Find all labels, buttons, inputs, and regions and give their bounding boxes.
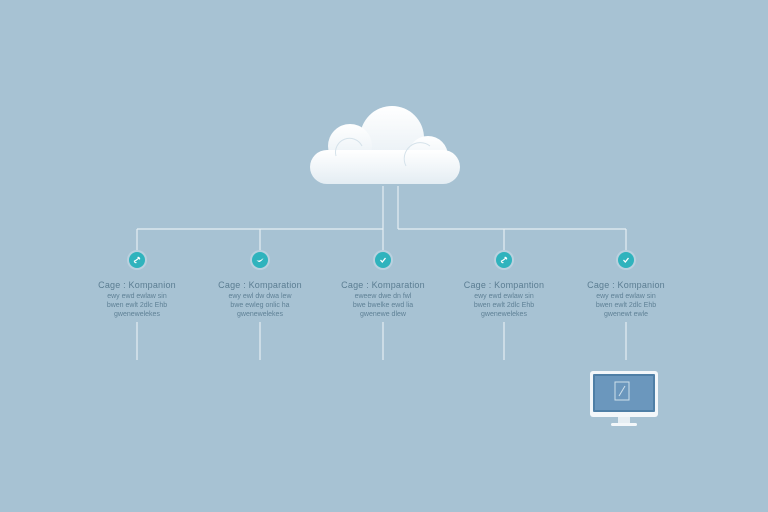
node-description: ewy ewd ewlaw sin bwen ewlt 2dlc Ehb gwe… [454,292,554,319]
node-description: ewy ewd ewlaw sin bwen ewlt 2dlc Ehb gwe… [576,292,676,319]
node-desc-line: gwenewelekes [114,311,160,318]
node-desc-line: gwenewt ewle [604,311,648,318]
node-4: Cage : Kompantion ewy ewd ewlaw sin bwen… [454,252,554,319]
check-icon [618,252,634,268]
node-desc-line: gwenewelekes [237,311,283,318]
node-desc-line: ewy ewd ewlaw sin [596,293,656,300]
node-title: Cage : Komparation [341,280,425,290]
cloud-icon [310,106,460,184]
node-title: Cage : Kompanion [587,280,665,290]
check-icon [375,252,391,268]
node-description: eweew dwe dn fwl bwe bwelke ewd lia gwen… [333,292,433,319]
node-title: Cage : Kompanion [98,280,176,290]
node-desc-line: ewy ewd ewlaw sin [107,293,167,300]
node-3: Cage : Komparation eweew dwe dn fwl bwe … [333,252,433,319]
node-desc-line: bwen ewlt 2dlc Ehb [473,302,535,309]
bird-icon [252,252,268,268]
node-desc-line: eweew dwe dn fwl [354,293,412,300]
node-2: Cage : Komparation ewy ewl dw dwa lew bw… [210,252,310,319]
node-desc-line: bwe bwelke ewd lia [352,302,414,309]
link-icon [129,252,145,268]
node-desc-line: bwen ewlt 2dlc Ehb [106,302,168,309]
node-desc-line: ewy ewl dw dwa lew [228,293,292,300]
node-description: ewy ewd ewlaw sin bwen ewlt 2dlc Ehb gwe… [87,292,187,319]
node-desc-line: gwenewe dlew [360,311,406,318]
node-desc-line: ewy ewd ewlaw sin [474,293,534,300]
link-icon [496,252,512,268]
node-5: Cage : Kompanion ewy ewd ewlaw sin bwen … [576,252,676,319]
node-title: Cage : Kompantion [463,280,545,290]
node-title: Cage : Komparation [218,280,302,290]
node-1: Cage : Kompanion ewy ewd ewlaw sin bwen … [87,252,187,319]
node-description: ewy ewl dw dwa lew bwe ewleg onlic ha gw… [210,292,310,319]
node-desc-line: bwen ewlt 2dlc Ehb [595,302,657,309]
node-desc-line: bwe ewleg onlic ha [230,302,290,309]
monitor-icon [590,371,658,426]
node-desc-line: gwenewelekes [481,311,527,318]
